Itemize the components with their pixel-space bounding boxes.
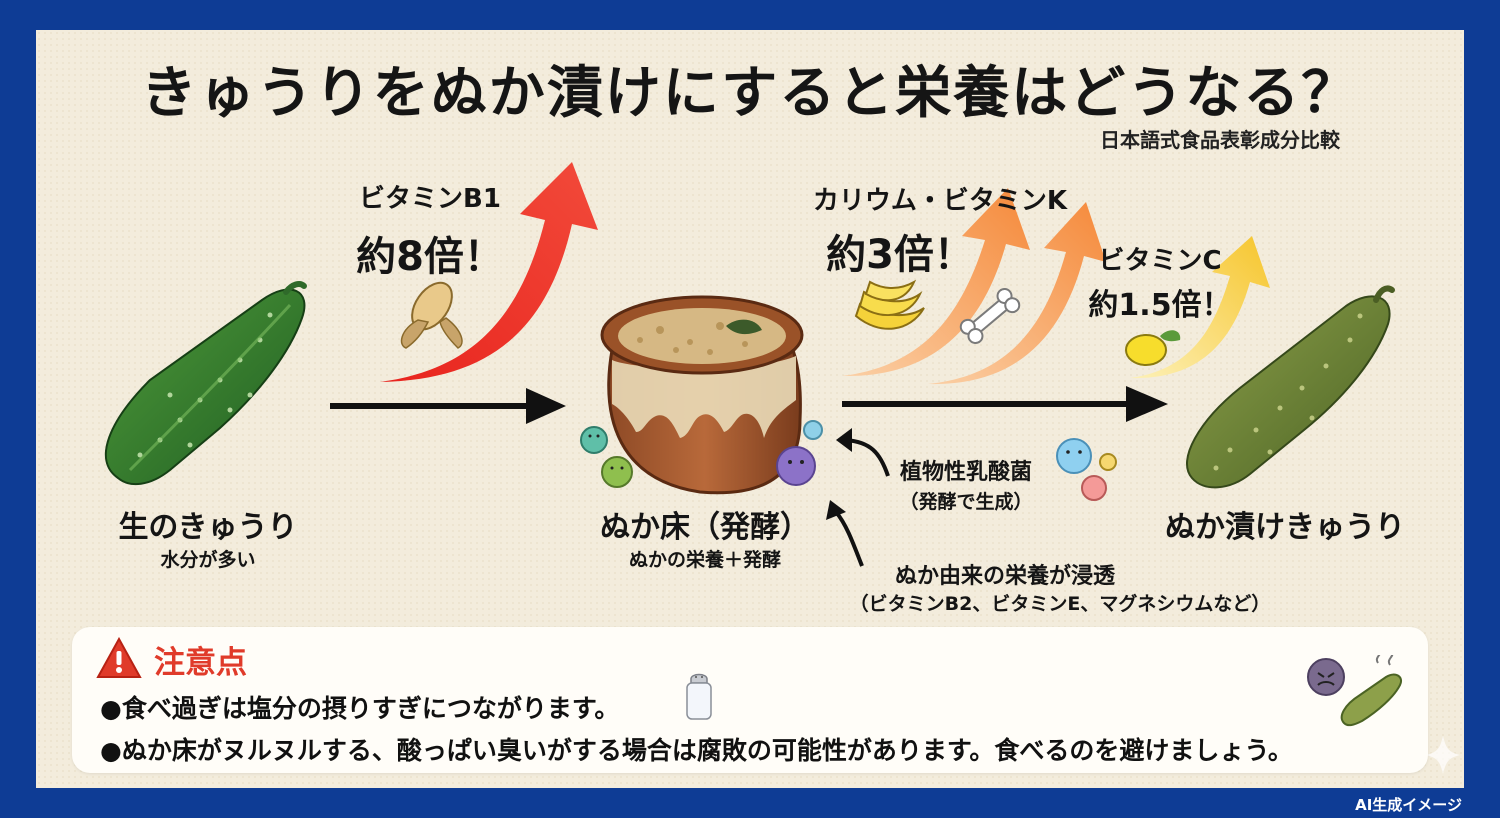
arrow-raw-to-bed xyxy=(330,388,566,424)
bone-icon xyxy=(959,287,1021,345)
corn-icon xyxy=(400,281,463,349)
ai-generated-note: AI生成イメージ xyxy=(1355,796,1462,814)
bacteria-sub: （発酵で生成） xyxy=(899,491,1033,513)
bacteria-curved-arrow xyxy=(836,428,890,477)
raw-cucumber-sub: 水分が多い xyxy=(160,549,256,571)
pickled-cucumber-label: ぬか漬けきゅうり xyxy=(1165,510,1405,545)
k-increase-arrow-2 xyxy=(928,202,1106,385)
nutrients-sub: （ビタミンB2、ビタミンE、マグネシウムなど） xyxy=(849,593,1271,615)
salt-shaker-icon xyxy=(686,673,712,720)
warning-icon xyxy=(96,637,142,678)
banana-icon xyxy=(854,279,925,330)
warning-line-2: ●ぬか床がヌルヌルする、酸っぱい臭いがする場合は腐敗の可能性があります。食べるの… xyxy=(100,736,1293,765)
warning-title: 注意点 xyxy=(154,645,247,681)
bacteria-label: 植物性乳酸菌 xyxy=(899,460,1032,485)
warning-box: 注意点 ●食べ過ぎは塩分の摂りすぎにつながります。 ●ぬか床がヌルヌルする、酸っ… xyxy=(72,627,1428,773)
raw-cucumber-image xyxy=(104,281,307,486)
b1-value: 約8倍！ xyxy=(356,234,504,280)
warning-line-1: ●食べ過ぎは塩分の摂りすぎにつながります。 xyxy=(100,694,620,723)
nutrients-curved-arrow xyxy=(826,500,864,567)
nuka-pot-image xyxy=(600,295,804,495)
bacteria-icon xyxy=(580,420,823,488)
nuka-bed-sub: ぬかの栄養＋発酵 xyxy=(628,549,781,571)
c-name: ビタミンC xyxy=(1098,246,1222,276)
c-increase-arrow xyxy=(1130,236,1270,379)
source-subtitle: 日本語式食品表彰成分比較 xyxy=(1100,128,1340,152)
nuka-bed-label: ぬか床（発酵） xyxy=(600,510,810,545)
spoiled-cucumber-icon xyxy=(1307,655,1402,727)
lemon-icon xyxy=(1125,330,1181,366)
b1-name: ビタミンB1 xyxy=(359,184,501,214)
lactic-bacteria-icon xyxy=(1056,438,1117,501)
page-title: きゅうりをぬか漬けにすると栄養はどうなる？ xyxy=(140,61,1360,126)
sparkle-icon xyxy=(1426,736,1460,774)
raw-cucumber-label: 生のきゅうり xyxy=(118,510,298,545)
nutrients-label: ぬか由来の栄養が浸透 xyxy=(894,564,1115,589)
c-value: 約1.5倍！ xyxy=(1088,288,1232,323)
k-name: カリウム・ビタミンK xyxy=(812,186,1068,216)
k-increase-arrow xyxy=(842,188,1030,377)
arrow-bed-to-pickled xyxy=(842,386,1168,422)
b1-increase-arrow xyxy=(380,162,598,382)
pickled-cucumber-image xyxy=(1186,285,1395,489)
k-value: 約3倍！ xyxy=(826,232,974,278)
